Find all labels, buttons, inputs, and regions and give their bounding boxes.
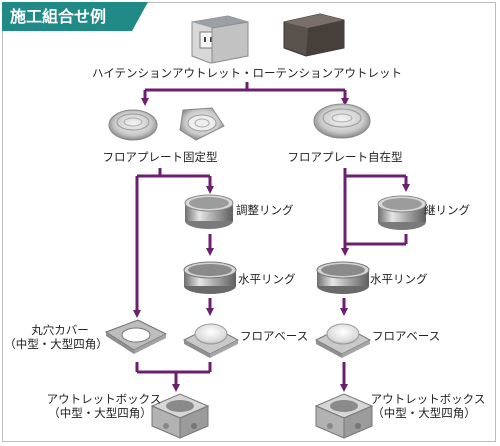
diagram-frame bbox=[2, 2, 496, 442]
outlet-box-right-label-line1: アウトレットボックス bbox=[371, 392, 486, 406]
floor-base-right-label: フロアベース bbox=[372, 329, 440, 343]
horizontal-ring-right-image bbox=[316, 261, 370, 294]
outlet-box-left-label-line1: アウトレットボックス bbox=[47, 392, 162, 406]
floor-plate-fixed-label: フロアプレート固定型 bbox=[103, 150, 218, 164]
joint-ring-image bbox=[377, 195, 427, 230]
floor-base-left-label: フロアベース bbox=[240, 329, 308, 343]
outlet-box-left-label-line2: （中型・大型四角） bbox=[48, 406, 152, 420]
round-cover-image bbox=[104, 319, 168, 354]
outlets-label: ハイテンションアウトレット・ローテンションアウトレット bbox=[92, 66, 402, 80]
round-cover-label-line1: 丸穴カバー bbox=[31, 323, 89, 337]
horizontal-ring-left-label: 水平リング bbox=[238, 272, 296, 286]
floor-base-right-image bbox=[314, 323, 372, 358]
floor-plate-free-image bbox=[313, 103, 371, 139]
high-tension-outlet-image bbox=[191, 15, 249, 64]
low-tension-outlet-image bbox=[283, 13, 345, 57]
joint-ring-label: 継リング bbox=[424, 203, 470, 217]
horizontal-ring-right-label: 水平リング bbox=[370, 272, 428, 286]
adjust-ring-label: 調整リング bbox=[236, 203, 294, 217]
horizontal-ring-left-image bbox=[183, 261, 237, 294]
right-flow-arrows bbox=[340, 168, 410, 392]
floor-plate-fixed-image bbox=[108, 107, 225, 141]
adjust-ring-image bbox=[184, 194, 234, 229]
floor-plate-free-label: フロアプレート自在型 bbox=[288, 150, 403, 164]
outlet-box-right-image bbox=[314, 393, 374, 439]
floor-base-left-image bbox=[182, 323, 240, 358]
top-split-arrows bbox=[141, 82, 349, 106]
round-cover-label-line2: （中型・大型四角） bbox=[4, 337, 108, 351]
diagram-title: 施工組合せ例 bbox=[2, 2, 148, 31]
left-flow-arrows bbox=[133, 168, 214, 392]
outlet-box-left-image bbox=[150, 393, 210, 439]
outlet-box-right-label-line2: （中型・大型四角） bbox=[372, 406, 476, 420]
